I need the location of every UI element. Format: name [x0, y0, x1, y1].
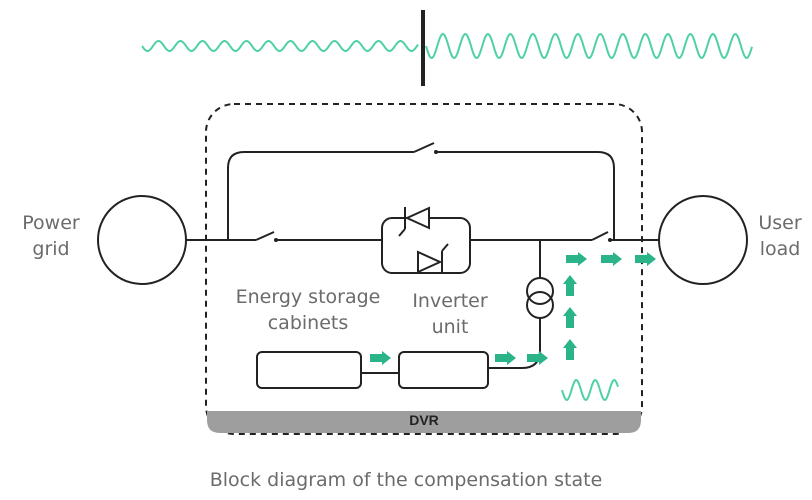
bypass-line	[227, 142, 615, 240]
restored-waveform-right	[425, 32, 753, 60]
transformer	[488, 240, 554, 369]
dvr-label: DVR	[409, 412, 439, 428]
sag-waveform-left	[141, 40, 419, 52]
inverter-unit-box	[398, 351, 489, 389]
diagram-caption: Block diagram of the compensation state	[209, 469, 603, 491]
thyristor-block	[381, 206, 471, 274]
dvr-enclosure	[205, 103, 643, 435]
main-line	[186, 231, 659, 241]
grid-switch-contact	[274, 238, 278, 242]
inverter-unit-label: Inverter unit	[412, 290, 488, 339]
energy-storage-label: Energy storage cabinets	[235, 286, 381, 335]
user-load-circle	[658, 195, 748, 285]
dvr-bar	[207, 408, 641, 433]
power-grid-label: Power grid	[22, 212, 80, 261]
load-switch-contact	[608, 238, 612, 242]
user-load-label: User load	[758, 212, 802, 261]
bypass-switch-contact	[434, 150, 438, 154]
energy-storage-cabinet-box	[256, 351, 362, 389]
voltage-waveform	[141, 10, 753, 86]
power-grid-circle	[97, 195, 187, 285]
compensation-waveform	[561, 378, 619, 402]
